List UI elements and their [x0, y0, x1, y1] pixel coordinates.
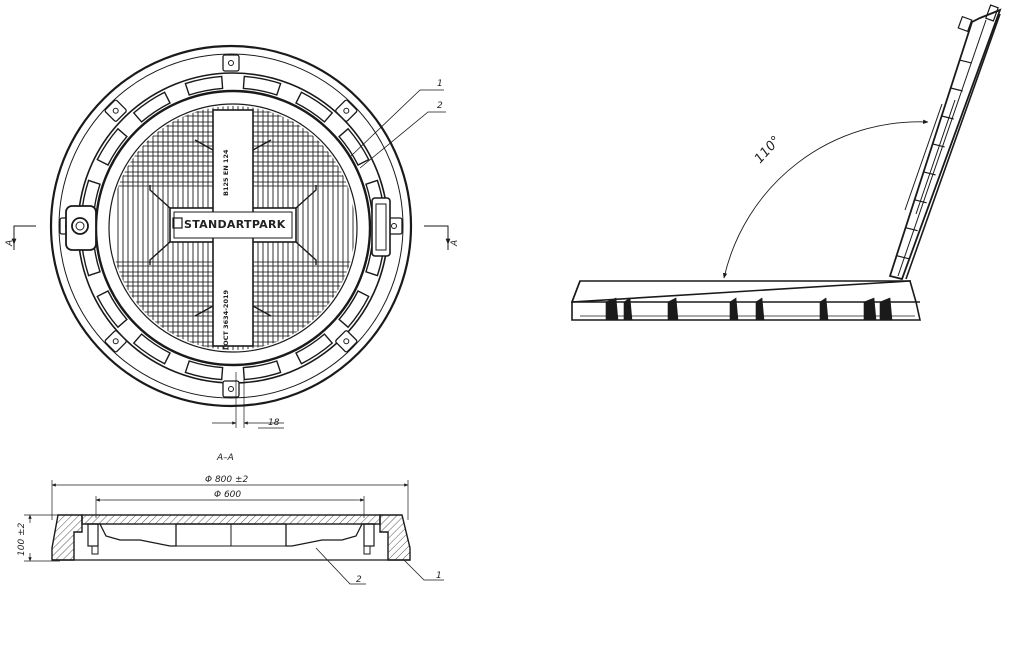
bolt-hole-icon: [343, 107, 350, 114]
bolt-hole-icon: [228, 60, 234, 66]
dim-rib-label: 18: [268, 418, 280, 428]
bolt-hole-icon: [391, 223, 397, 229]
brand-logo: STANDARTPARK: [184, 218, 286, 231]
stamp-top: B125 EN 124: [222, 149, 230, 196]
bolt-hole-icon: [112, 338, 119, 345]
rim-pocket: [96, 290, 128, 329]
section-callout-2: 2: [356, 575, 362, 585]
plan-view: [11, 44, 451, 429]
section-marker-left: A: [5, 240, 15, 247]
section-marker-right: A: [450, 240, 460, 247]
bolt-lug: [222, 54, 240, 72]
bolt-hole-icon: [343, 338, 350, 345]
rim-pockets: [80, 75, 386, 381]
grid-boundary-ring: [108, 103, 358, 353]
open-lid-view: [570, 4, 1002, 321]
dim-height: 100 ±2: [17, 522, 27, 556]
rim-pocket: [295, 333, 334, 365]
rim-pocket: [132, 333, 171, 365]
callout-2-label: 2: [437, 101, 443, 111]
frame-inner-ring: [58, 53, 404, 399]
rim-pocket: [184, 360, 224, 381]
callout-1-label: 1: [437, 79, 443, 89]
grating-ribs: [111, 106, 355, 350]
bolt-lug: [335, 99, 358, 122]
lock-keyhole-icon: [71, 217, 89, 235]
rim-pocket: [242, 75, 282, 96]
bolt-hole-icon: [112, 107, 119, 114]
frame-outer-ring: [49, 44, 413, 408]
bolt-lug: [335, 330, 358, 353]
open-angle-label: 110°: [752, 133, 784, 166]
rim-pocket: [132, 91, 171, 123]
section-view: [24, 480, 444, 585]
rim-pocket: [338, 127, 370, 166]
dim-outer-diameter: Φ 800 ±2: [205, 475, 249, 485]
section-title: A–A: [216, 453, 234, 463]
rim-pocket: [295, 91, 334, 123]
rim-pocket: [96, 127, 128, 166]
rim-pocket: [184, 75, 224, 96]
bolt-lug: [222, 380, 240, 398]
hinge-housing: [371, 197, 391, 257]
stamp-bottom: ГОСТ 3634-2019: [222, 290, 230, 350]
bolt-hole-icon: [228, 386, 234, 392]
rim-pocket: [338, 290, 370, 329]
dim-inner-diameter: Φ 600: [214, 490, 241, 500]
bolt-lug: [104, 330, 127, 353]
section-callout-1: 1: [436, 571, 442, 581]
bolt-lug: [104, 99, 127, 122]
